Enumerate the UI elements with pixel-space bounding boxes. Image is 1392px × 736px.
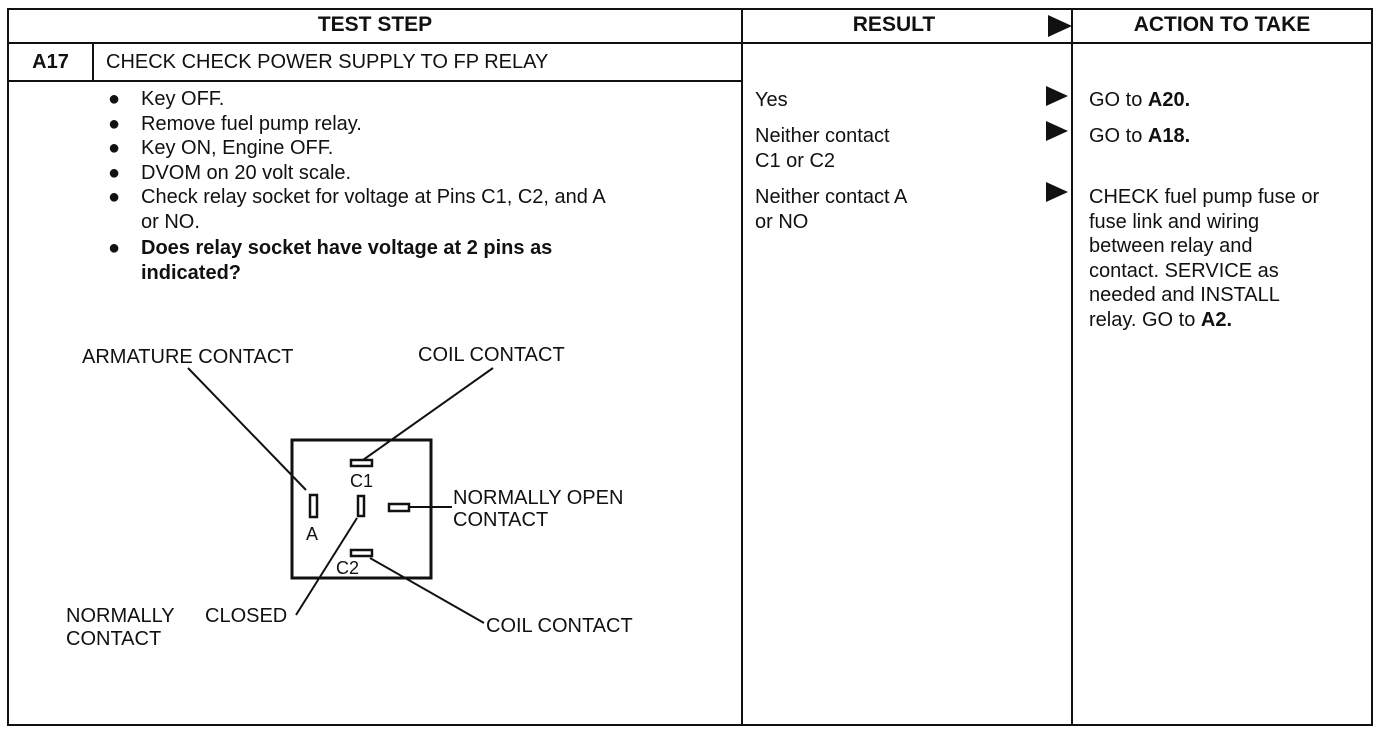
bullet-icon: ● bbox=[108, 137, 121, 159]
action-line: needed and INSTALL bbox=[1089, 284, 1280, 306]
bullet-icon: ● bbox=[108, 161, 121, 184]
label-pin-c1: C1 bbox=[350, 471, 374, 491]
result-arrow-icon bbox=[1046, 86, 1068, 106]
label-normally-open: NORMALLY OPEN bbox=[453, 487, 624, 509]
result-neither-a-no-continued: or NO bbox=[755, 210, 809, 233]
result-arrow-icon bbox=[1046, 182, 1068, 202]
instruction-item: Remove fuel pump relay. bbox=[141, 112, 362, 135]
pin-nc-slot bbox=[356, 494, 366, 518]
instruction-item-continued: or NO. bbox=[141, 210, 200, 233]
leader-coil-top bbox=[362, 367, 494, 461]
step-id: A17 bbox=[32, 51, 69, 73]
label-coil-contact-top: COIL CONTACT bbox=[418, 344, 565, 366]
action-go-a20: GO to A20. bbox=[1089, 88, 1190, 113]
pin-c2-slot bbox=[349, 548, 374, 558]
action-line: between relay and bbox=[1089, 235, 1253, 257]
leader-normally-closed bbox=[295, 517, 358, 616]
pin-no-slot bbox=[387, 502, 411, 513]
pin-a-slot bbox=[308, 493, 319, 519]
label-pin-a: A bbox=[306, 524, 319, 544]
instruction-question: Does relay socket have voltage at 2 pins… bbox=[141, 237, 553, 259]
leader-coil-bottom bbox=[369, 557, 485, 624]
action-go-a18: GO to A18. bbox=[1089, 124, 1190, 149]
label-pin-c2: C2 bbox=[336, 558, 360, 578]
instruction-item: DVOM on 20 volt scale. bbox=[141, 161, 352, 184]
action-line: contact. SERVICE as bbox=[1089, 259, 1279, 282]
leader-armature bbox=[187, 367, 307, 491]
label-normally-open-contact: CONTACT bbox=[453, 509, 549, 531]
label-closed: CLOSED bbox=[205, 605, 288, 627]
label-armature-contact: ARMATURE CONTACT bbox=[82, 346, 294, 368]
action-line: relay. GO to A2. bbox=[1089, 308, 1232, 333]
pin-c1-slot bbox=[349, 458, 374, 468]
label-normally: NORMALLY bbox=[66, 605, 175, 627]
result-yes: Yes bbox=[755, 89, 788, 111]
instruction-item: Key ON, Engine OFF. bbox=[141, 137, 334, 159]
action-prefix: GO to bbox=[1089, 89, 1148, 111]
instruction-question-continued: indicated? bbox=[141, 261, 242, 284]
header-test-step: TEST STEP bbox=[317, 13, 433, 36]
action-target: A18. bbox=[1147, 125, 1191, 147]
result-arrow-icon bbox=[1046, 121, 1068, 141]
header-action: ACTION TO TAKE bbox=[1133, 13, 1311, 36]
relay-socket-outline bbox=[290, 438, 433, 580]
action-prefix: GO to bbox=[1089, 125, 1148, 147]
bullet-icon: ● bbox=[108, 186, 121, 208]
instruction-item: Check relay socket for voltage at Pins C… bbox=[141, 186, 606, 208]
instruction-item: Key OFF. bbox=[141, 88, 225, 110]
result-neither-c1-c2-continued: C1 or C2 bbox=[755, 149, 836, 172]
action-target: A2. bbox=[1200, 308, 1233, 331]
action-prefix: relay. GO to bbox=[1089, 308, 1201, 331]
header-arrow-icon bbox=[1048, 15, 1072, 37]
result-neither-c1-c2: Neither contact bbox=[755, 125, 890, 147]
result-neither-a-no: Neither contact A bbox=[755, 186, 908, 208]
relay-socket-diagram bbox=[187, 367, 494, 624]
bullet-icon: ● bbox=[108, 88, 121, 110]
action-line: fuse link and wiring bbox=[1089, 210, 1260, 233]
step-title: CHECK CHECK POWER SUPPLY TO FP RELAY bbox=[106, 51, 549, 73]
action-target: A20. bbox=[1147, 89, 1191, 111]
label-coil-contact-bottom: COIL CONTACT bbox=[486, 615, 633, 637]
bullet-icon: ● bbox=[108, 112, 121, 135]
action-line: CHECK fuel pump fuse or bbox=[1089, 186, 1320, 208]
bullet-icon: ● bbox=[108, 237, 121, 259]
header-result: RESULT bbox=[852, 13, 936, 36]
label-normally-closed-contact: CONTACT bbox=[66, 628, 162, 650]
